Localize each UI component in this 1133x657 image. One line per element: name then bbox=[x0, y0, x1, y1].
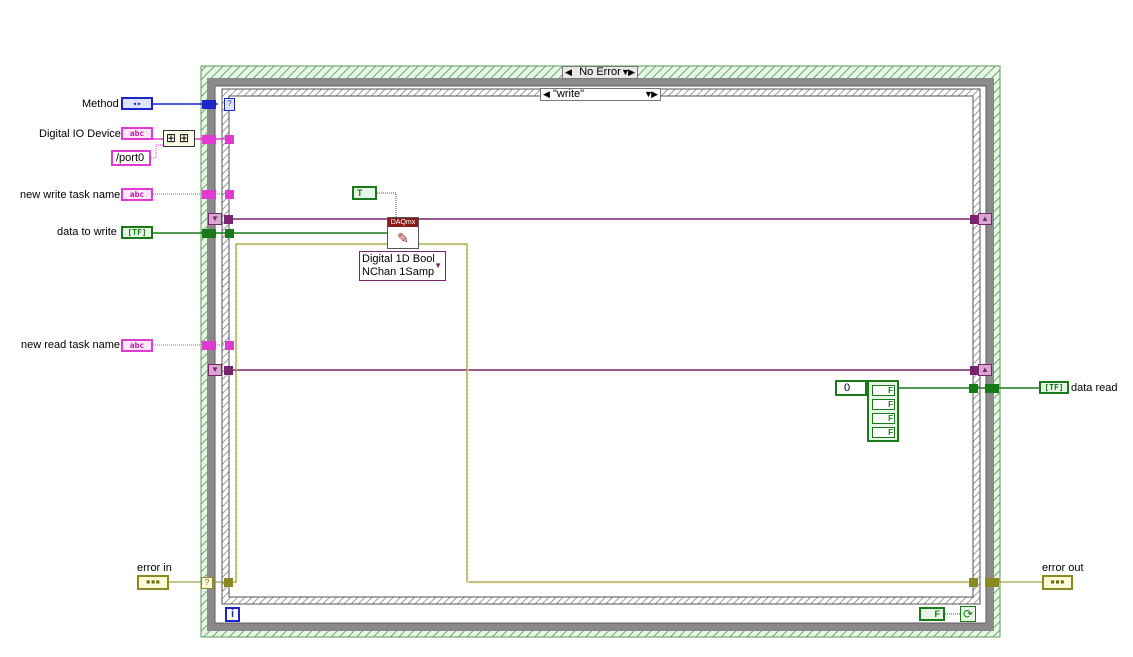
dropdown-arrow-icon[interactable]: ▼ bbox=[434, 261, 442, 270]
inner-case-structure[interactable] bbox=[221, 88, 981, 605]
data-to-write-label: data to write bbox=[57, 226, 117, 238]
error-wire bbox=[168, 243, 1042, 584]
daqmx-header: DAQmx bbox=[388, 218, 418, 227]
data-read-tunnel-inner[interactable] bbox=[969, 384, 978, 393]
error-in-control[interactable]: ▪▪▪ bbox=[137, 575, 169, 590]
write-task-tunnel-right[interactable] bbox=[970, 215, 979, 224]
bool-true-constant[interactable]: T bbox=[352, 186, 377, 200]
data-write-tunnel-outer[interactable] bbox=[202, 229, 216, 238]
cluster-icon: ▪▪▪ bbox=[145, 577, 161, 586]
inner-case-label: "write" bbox=[553, 88, 585, 100]
data-read-tunnel-outer[interactable] bbox=[985, 384, 999, 393]
device-tunnel-outer[interactable] bbox=[202, 135, 216, 144]
write-task-tunnel-inner[interactable] bbox=[224, 215, 233, 224]
case-selector-terminal[interactable]: ? bbox=[224, 98, 235, 111]
bool-array-icon: [TF] bbox=[127, 228, 147, 237]
iteration-terminal[interactable]: i bbox=[225, 607, 240, 622]
info-icon: i bbox=[230, 608, 235, 620]
port-constant-value: /port0 bbox=[116, 152, 145, 164]
digital-io-device-label: Digital IO Device bbox=[39, 128, 121, 140]
new-read-task-name-control[interactable]: abc bbox=[121, 339, 153, 352]
string-icon: abc bbox=[129, 341, 145, 350]
string-icon: abc bbox=[129, 129, 145, 138]
write-name-tunnel-outer[interactable] bbox=[202, 190, 216, 199]
outer-case-label: No Error bbox=[579, 66, 621, 78]
error-case-selector-terminal[interactable]: ? bbox=[201, 577, 213, 589]
error-tunnel-right-inner[interactable] bbox=[969, 578, 978, 587]
new-read-task-name-label: new read task name bbox=[21, 339, 121, 351]
method-control[interactable]: ◂▸ bbox=[121, 97, 153, 110]
concat-strings-node[interactable]: ⊞ ⊞ bbox=[163, 130, 195, 147]
bool-false-icon: F bbox=[888, 386, 893, 395]
port-wire bbox=[151, 144, 163, 159]
dropdown-arrow-icon[interactable]: ▼ bbox=[644, 89, 653, 99]
error-in-label: error in bbox=[137, 562, 172, 574]
array-index-value: 0 bbox=[844, 382, 851, 394]
device-tunnel-inner[interactable] bbox=[225, 135, 234, 144]
data-write-tunnel-inner[interactable] bbox=[225, 229, 234, 238]
data-read-indicator[interactable]: [TF] bbox=[1039, 381, 1069, 394]
error-out-label: error out bbox=[1042, 562, 1084, 574]
concatenate-icon: ⊞ bbox=[179, 131, 190, 145]
new-write-task-name-control[interactable]: abc bbox=[121, 188, 153, 201]
question-icon: ? bbox=[227, 99, 232, 108]
write-task-shift-register-left[interactable]: ▼ bbox=[208, 213, 222, 225]
read-name-tunnel-inner[interactable] bbox=[225, 341, 234, 350]
error-out-indicator[interactable]: ▪▪▪ bbox=[1042, 575, 1073, 590]
array-elements-frame: F F F F bbox=[867, 380, 899, 442]
daqmx-polymorphic-selector[interactable]: Digital 1D Bool NChan 1Samp ▼ bbox=[359, 251, 446, 281]
method-label: Method bbox=[82, 98, 119, 110]
digital-io-device-control[interactable]: abc bbox=[121, 127, 153, 140]
new-write-task-name-label: new write task name bbox=[20, 189, 121, 201]
increment-arrow-icon[interactable]: ▶ bbox=[628, 67, 635, 77]
enum-icon: ◂▸ bbox=[132, 99, 142, 108]
decrement-arrow-icon[interactable]: ◀ bbox=[565, 67, 572, 77]
inner-case-selector[interactable]: ◀ "write" ▼ ▶ bbox=[540, 88, 661, 101]
string-icon: abc bbox=[129, 190, 145, 199]
array-element[interactable]: F bbox=[872, 413, 895, 424]
decrement-arrow-icon[interactable]: ◀ bbox=[543, 89, 550, 99]
bool-array-icon: [TF] bbox=[1044, 383, 1064, 392]
array-element[interactable]: F bbox=[872, 399, 895, 410]
bool-false-icon: F bbox=[888, 428, 893, 437]
bool-false-icon: F bbox=[888, 400, 893, 409]
bool-const-wire bbox=[377, 192, 397, 218]
port-constant[interactable]: /port0 bbox=[111, 150, 151, 166]
daqmx-write-node[interactable]: DAQmx ✎ bbox=[387, 217, 419, 249]
increment-arrow-icon[interactable]: ▶ bbox=[651, 89, 658, 99]
polymorphic-line-2: NChan 1Samp bbox=[362, 266, 435, 278]
bool-false-icon: F bbox=[888, 414, 893, 423]
array-element[interactable]: F bbox=[872, 385, 895, 396]
concatenate-icon: ⊞ bbox=[166, 131, 177, 145]
dropdown-arrow-icon[interactable]: ▼ bbox=[621, 67, 630, 77]
error-tunnel-inner[interactable] bbox=[224, 578, 233, 587]
write-name-tunnel-inner[interactable] bbox=[225, 190, 234, 199]
read-task-tunnel-inner[interactable] bbox=[224, 366, 233, 375]
question-icon: ? bbox=[204, 578, 210, 587]
write-task-shift-register-right[interactable]: ▲ bbox=[978, 213, 992, 225]
array-constant[interactable]: 0 F F F F bbox=[835, 380, 899, 442]
outer-case-selector[interactable]: ◀ No Error ▼ ▶ bbox=[562, 66, 638, 79]
stop-bool-constant[interactable]: F bbox=[919, 607, 945, 621]
polymorphic-line-1: Digital 1D Bool bbox=[362, 253, 435, 265]
read-task-shift-register-right[interactable]: ▲ bbox=[978, 364, 992, 376]
read-name-tunnel-outer[interactable] bbox=[202, 341, 216, 350]
data-to-write-control[interactable]: [TF] bbox=[121, 226, 153, 239]
error-tunnel-right-outer[interactable] bbox=[985, 578, 999, 587]
bool-false-icon: F bbox=[934, 609, 941, 619]
read-task-tunnel-right[interactable] bbox=[970, 366, 979, 375]
read-task-shift-register-left[interactable]: ▼ bbox=[208, 364, 222, 376]
bool-true-icon: T bbox=[357, 188, 363, 198]
method-tunnel[interactable] bbox=[202, 100, 216, 109]
pencil-write-icon: ✎ bbox=[397, 230, 409, 246]
cluster-icon: ▪▪▪ bbox=[1050, 577, 1065, 586]
data-read-label: data read bbox=[1071, 382, 1118, 394]
array-index-display[interactable]: 0 bbox=[835, 380, 867, 396]
array-element[interactable]: F bbox=[872, 427, 895, 438]
loop-condition-icon[interactable]: ⟳ bbox=[960, 606, 976, 622]
